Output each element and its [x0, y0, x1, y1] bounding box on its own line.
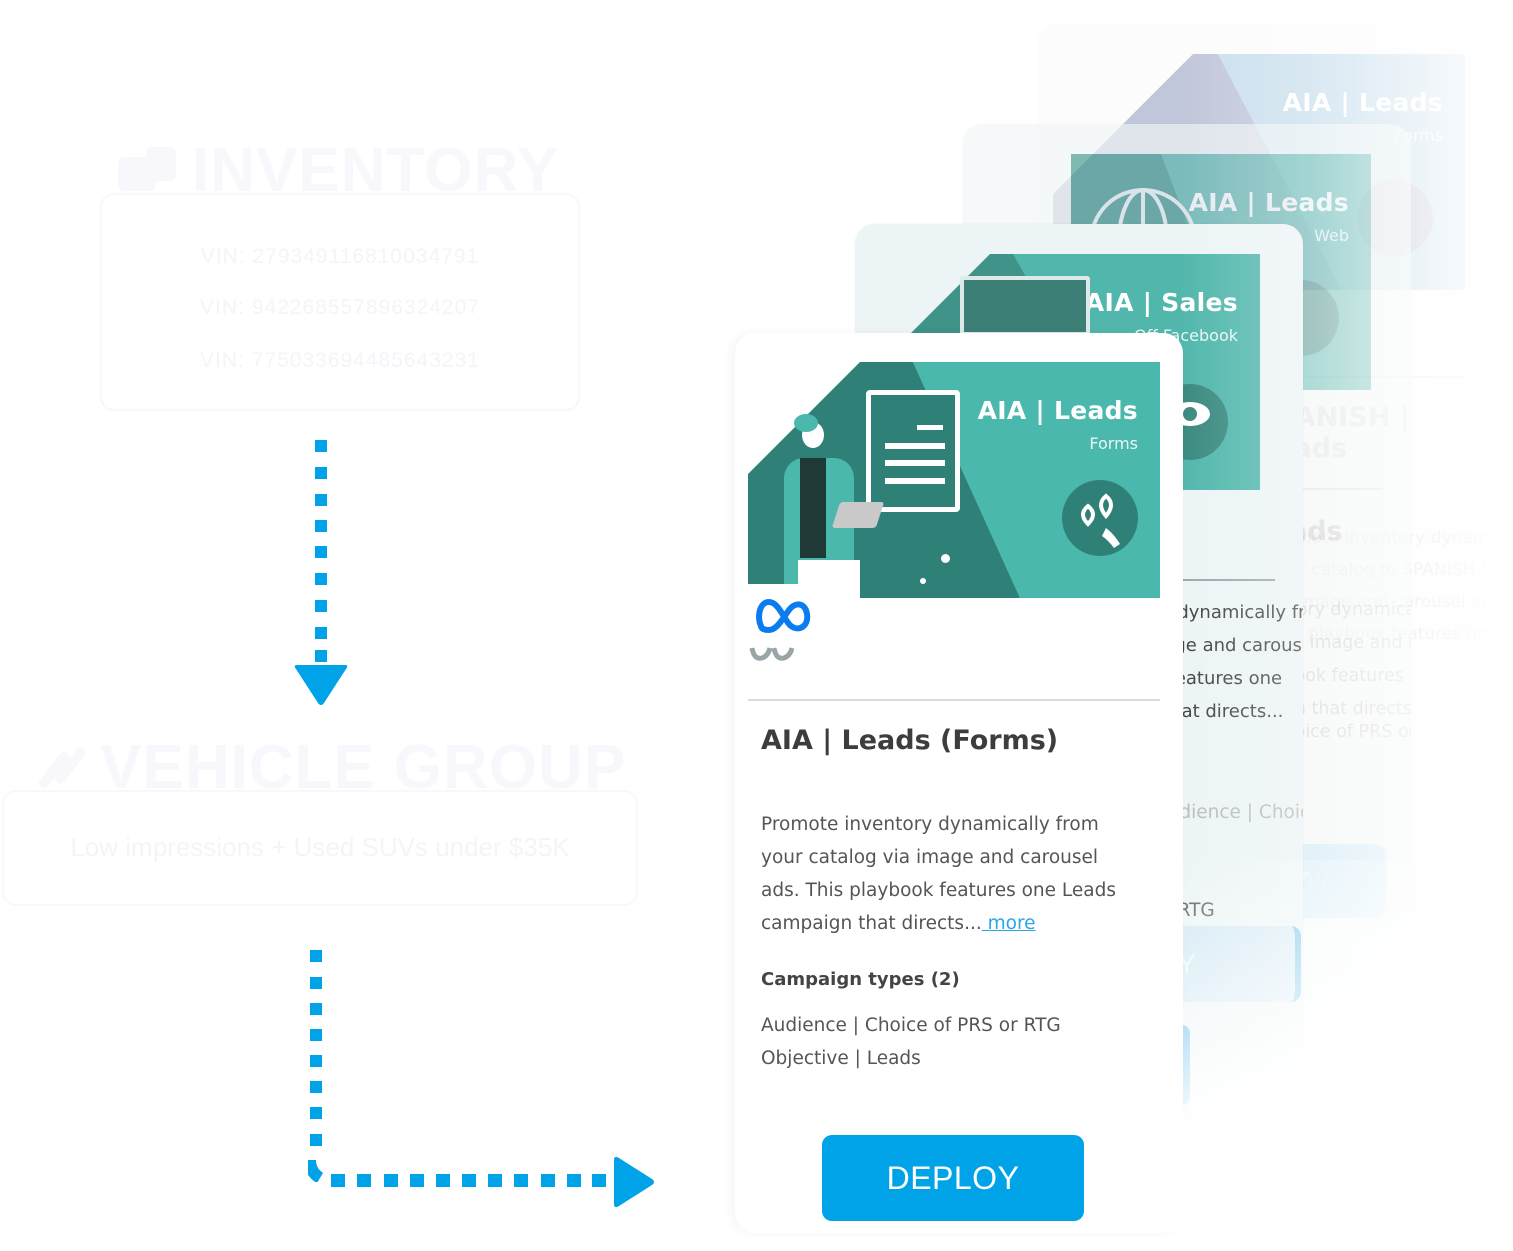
- banner-title: AIA | Leads: [977, 396, 1138, 425]
- description-text: Promote inventory dynamically from your …: [761, 814, 1117, 934]
- vin-item: VIN: 775033694485643231: [200, 349, 480, 372]
- banner-title: AIA | Sales: [1084, 288, 1238, 317]
- cars-icon: [118, 147, 176, 191]
- more-link[interactable]: more: [981, 913, 1036, 934]
- vehicle-group-box: Low impressions + Used SUVs under $35K: [2, 790, 638, 906]
- campaign-types-label: Campaign types (2): [761, 969, 960, 990]
- link-icon: [39, 748, 85, 788]
- card-banner: AIA | Leads Forms: [748, 362, 1160, 598]
- inventory-heading-text: INVENTORY: [192, 136, 560, 205]
- banner-subtitle: Web: [1314, 226, 1349, 245]
- browser-cars-illustration: [960, 276, 1090, 336]
- card-title: AIA | Leads (Forms): [761, 725, 1059, 756]
- banner-subtitle: Forms: [1089, 434, 1138, 453]
- arrow-right-icon: [614, 1156, 654, 1208]
- banner-title: AIA | Leads: [1282, 88, 1443, 117]
- card-description: Promote inventory dynamically from your …: [761, 808, 1141, 940]
- deploy-button[interactable]: DEPLOY: [822, 1135, 1084, 1221]
- document-icon: [866, 390, 960, 512]
- vehicle-group-value: Low impressions + Used SUVs under $35K: [70, 832, 570, 862]
- inventory-heading: INVENTORY: [116, 140, 559, 202]
- playbook-card-leads-forms[interactable]: AIA | Leads Forms AIA | Leads (Forms) Pr…: [735, 333, 1183, 1233]
- vehicle-group-heading: VEHICLE GROUP: [34, 737, 626, 799]
- arrow-down-icon: [294, 665, 348, 705]
- card-divider: [748, 699, 1160, 701]
- campaign-audience: Audience | Choice of PRS or RTG: [761, 1015, 1061, 1036]
- inventory-box: VIN: 279349116810034791 VIN: 94226855789…: [100, 193, 580, 411]
- vin-item: VIN: 279349116810034791: [200, 245, 480, 268]
- vin-item: VIN: 942268557896324207: [200, 296, 480, 319]
- location-pins-icon: [1062, 480, 1138, 556]
- banner-title: AIA | Leads: [1188, 188, 1349, 217]
- campaign-objective: Objective | Leads: [761, 1048, 921, 1069]
- vehicle-group-heading-text: VEHICLE GROUP: [100, 733, 627, 802]
- meta-logo-icon: [748, 584, 848, 674]
